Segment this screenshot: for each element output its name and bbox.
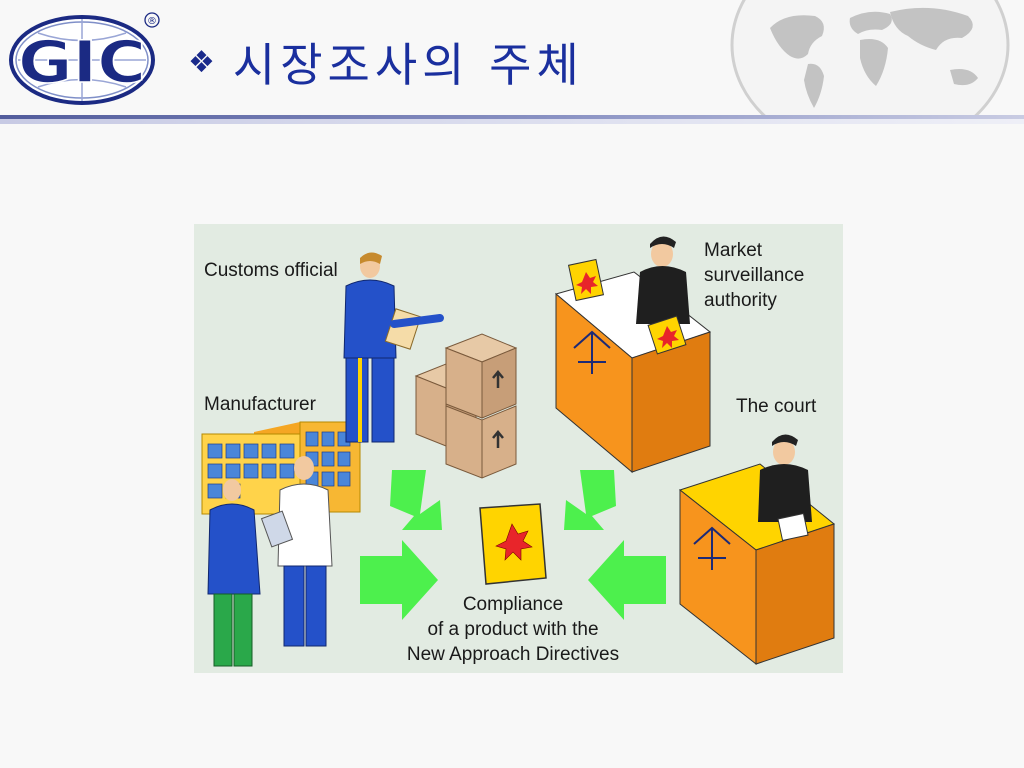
market-surveillance-desk-icon: [554, 236, 712, 474]
label-the-court: The court: [736, 396, 817, 417]
registered-mark: ®: [147, 16, 157, 27]
diamond-bullet-icon: ❖: [188, 44, 215, 80]
label-compliance-line2: of a product with the: [427, 619, 599, 640]
label-manufacturer: Manufacturer: [204, 394, 316, 415]
label-customs-official: Customs official: [204, 260, 338, 281]
slide-title: 시장조사의 주체: [232, 38, 584, 92]
label-compliance-line3: New Approach Directives: [406, 644, 620, 665]
green-arrow-icon: [360, 470, 666, 620]
court-desk-icon: [678, 434, 836, 666]
cardboard-boxes-icon: [414, 333, 518, 479]
world-map-globe-icon: [730, 0, 1020, 157]
slide-header: GIC ® ❖ 시장조사의 주체: [0, 0, 1024, 157]
gic-logo: GIC ®: [8, 8, 162, 108]
logo-text: GIC: [18, 28, 146, 96]
customs-official-icon: [343, 252, 444, 443]
label-market-surveillance: Market surveillance authority: [704, 240, 805, 311]
label-compliance-line1: Compliance: [462, 594, 564, 615]
title-row: ❖ 시장조사의 주체: [188, 30, 584, 94]
header-divider-light: [0, 119, 1024, 124]
product-warning-icon: [479, 503, 547, 585]
header-divider: [0, 115, 1024, 119]
manufacturer-people-icon: [207, 456, 333, 667]
market-surveillance-illustration: Customs official Manufacturer Market sur…: [194, 224, 843, 673]
